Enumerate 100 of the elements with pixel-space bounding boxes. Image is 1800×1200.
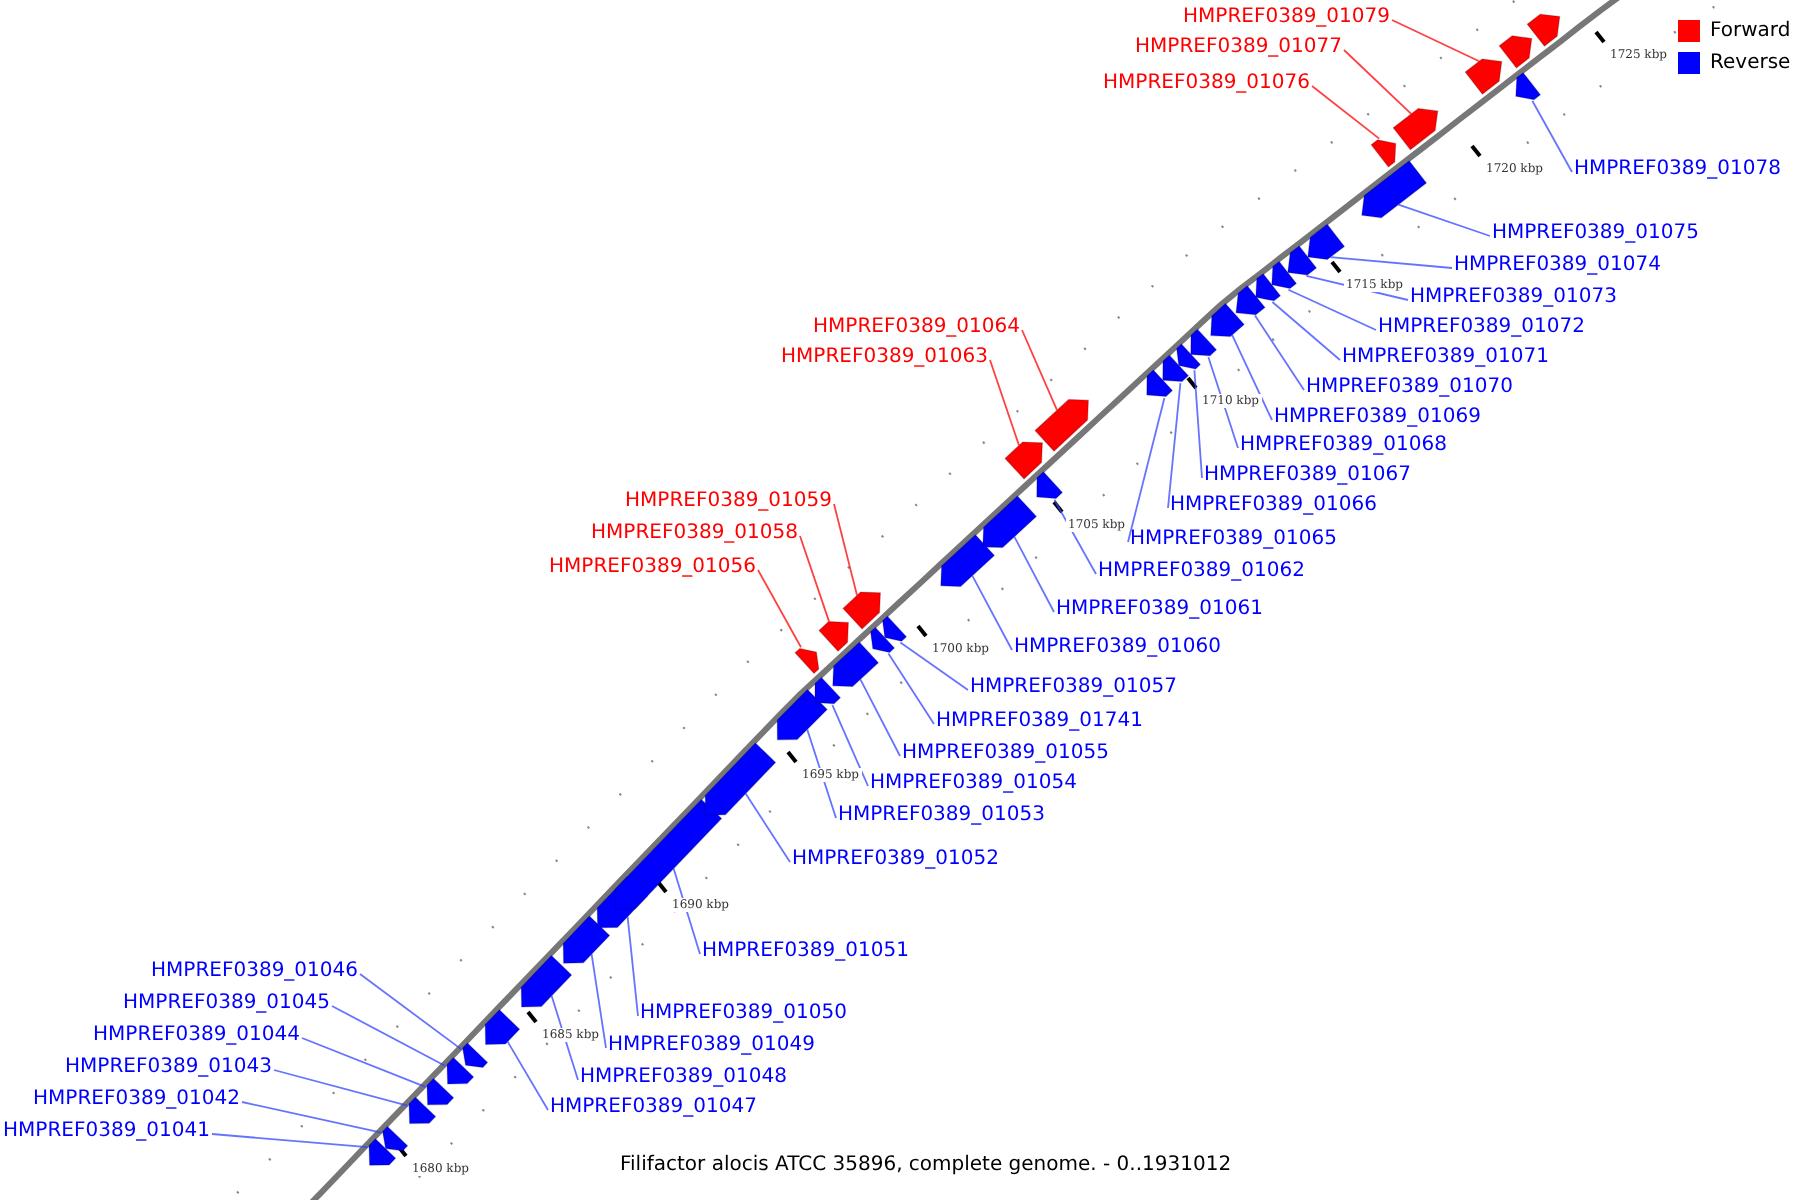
gene-block xyxy=(869,626,896,654)
gene-label: HMPREF0389_01057 xyxy=(970,676,1177,700)
gene-label: HMPREF0389_01069 xyxy=(1274,406,1481,430)
leader-line xyxy=(971,574,1013,651)
leader-line xyxy=(744,792,791,863)
gene-block xyxy=(562,915,611,964)
leader-line xyxy=(757,569,802,649)
gene-label: HMPREF0389_01073 xyxy=(1410,286,1617,310)
gene-label: HMPREF0389_01075 xyxy=(1492,222,1699,246)
gene-label: HMPREF0389_01051 xyxy=(702,940,909,964)
gene-label: HMPREF0389_01054 xyxy=(870,772,1077,796)
gene-block xyxy=(1498,35,1533,69)
leader-line xyxy=(1329,256,1453,269)
gene-label: HMPREF0389_01056 xyxy=(549,556,756,580)
leader-line xyxy=(887,652,935,725)
gene-block xyxy=(1271,260,1298,290)
gene-block xyxy=(446,1056,475,1085)
gene-block xyxy=(1175,343,1202,370)
leader-line xyxy=(1053,498,1097,575)
gene-label: HMPREF0389_01059 xyxy=(625,490,832,514)
gene-label: HMPREF0389_01070 xyxy=(1306,376,1513,400)
caption: Filifactor alocis ATCC 35896, complete genome. - 0..1931012 xyxy=(620,1154,1232,1178)
leader-line xyxy=(1021,329,1058,412)
gene-label: HMPREF0389_01049 xyxy=(608,1034,815,1058)
gene-block xyxy=(818,621,850,653)
gene-label: HMPREF0389_01043 xyxy=(65,1056,272,1080)
gene-block xyxy=(381,1125,409,1152)
gene-label: HMPREF0389_01072 xyxy=(1378,316,1585,340)
gene-block xyxy=(982,495,1038,549)
gene-label: HMPREF0389_01741 xyxy=(936,710,1143,734)
gene-block xyxy=(1036,470,1064,499)
gene-block xyxy=(814,676,842,705)
leader-line xyxy=(590,953,607,1049)
gene-label: HMPREF0389_01061 xyxy=(1056,598,1263,622)
leader-line xyxy=(859,678,901,757)
gene-block xyxy=(1526,13,1561,48)
gene-label: HMPREF0389_01055 xyxy=(902,742,1109,766)
gene-label: HMPREF0389_01063 xyxy=(781,346,988,370)
gene-label: HMPREF0389_01062 xyxy=(1098,560,1305,584)
leader-line xyxy=(1397,203,1491,237)
leader-line xyxy=(211,1133,369,1149)
gene-label: HMPREF0389_01071 xyxy=(1342,346,1549,370)
leader-line xyxy=(833,503,858,597)
gene-block xyxy=(1392,107,1439,151)
gene-block xyxy=(1146,369,1174,397)
gene-block xyxy=(484,1008,521,1045)
gene-block xyxy=(881,615,908,642)
gene-label: HMPREF0389_01047 xyxy=(550,1096,757,1120)
gene-label: HMPREF0389_01066 xyxy=(1170,494,1377,518)
gene-block xyxy=(426,1077,455,1106)
gene-block xyxy=(368,1137,397,1166)
leader-line xyxy=(359,973,463,1051)
gene-block xyxy=(1190,328,1218,357)
gene-block xyxy=(940,533,996,588)
leader-line xyxy=(1127,397,1166,543)
gene-block xyxy=(1235,284,1266,316)
legend-label: Reverse xyxy=(1710,52,1791,76)
gene-label: HMPREF0389_01045 xyxy=(123,992,330,1016)
leader-line xyxy=(899,641,969,691)
gene-label: HMPREF0389_01079 xyxy=(1183,6,1390,30)
leader-line xyxy=(506,1040,549,1111)
gene-block xyxy=(1287,245,1318,276)
leader-line xyxy=(241,1101,383,1134)
gene-label: HMPREF0389_01058 xyxy=(591,522,798,546)
gene-label: HMPREF0389_01074 xyxy=(1454,254,1661,278)
leader-line xyxy=(331,1005,447,1067)
leader-line xyxy=(1271,301,1341,361)
gene-block xyxy=(1370,139,1397,168)
gene-label: HMPREF0389_01041 xyxy=(3,1120,210,1144)
gene-label: HMPREF0389_01060 xyxy=(1014,636,1221,660)
leader-line xyxy=(550,994,579,1081)
gene-label: HMPREF0389_01078 xyxy=(1574,158,1781,182)
gene-label: HMPREF0389_01044 xyxy=(93,1024,300,1048)
leader-line xyxy=(1391,19,1481,63)
gene-block xyxy=(1515,71,1542,101)
leader-line xyxy=(626,915,639,1017)
leader-line xyxy=(1343,49,1413,115)
gene-block xyxy=(704,742,777,816)
gene-label: HMPREF0389_01077 xyxy=(1135,36,1342,60)
gene-block xyxy=(1162,354,1190,383)
gene-label: HMPREF0389_01067 xyxy=(1204,464,1411,488)
gene-label: HMPREF0389_01042 xyxy=(33,1088,240,1112)
leader-line xyxy=(1531,100,1573,173)
legend-label: Forward xyxy=(1710,20,1791,44)
gene-block xyxy=(794,647,820,675)
gene-block xyxy=(1255,272,1282,302)
leader-line xyxy=(1254,314,1305,391)
leader-line xyxy=(1287,288,1377,331)
leader-line xyxy=(799,535,830,623)
gene-block xyxy=(461,1042,489,1069)
leader-line xyxy=(273,1069,409,1107)
gene-label: HMPREF0389_01052 xyxy=(792,848,999,872)
gene-label: HMPREF0389_01048 xyxy=(580,1066,787,1090)
gene-block xyxy=(1464,58,1503,96)
leader-line xyxy=(1193,369,1203,479)
leader-line xyxy=(831,704,869,787)
gene-block xyxy=(1361,159,1428,219)
gene-label: HMPREF0389_01046 xyxy=(151,960,358,984)
gene-block xyxy=(832,641,880,688)
gene-label: HMPREF0389_01050 xyxy=(640,1002,847,1026)
